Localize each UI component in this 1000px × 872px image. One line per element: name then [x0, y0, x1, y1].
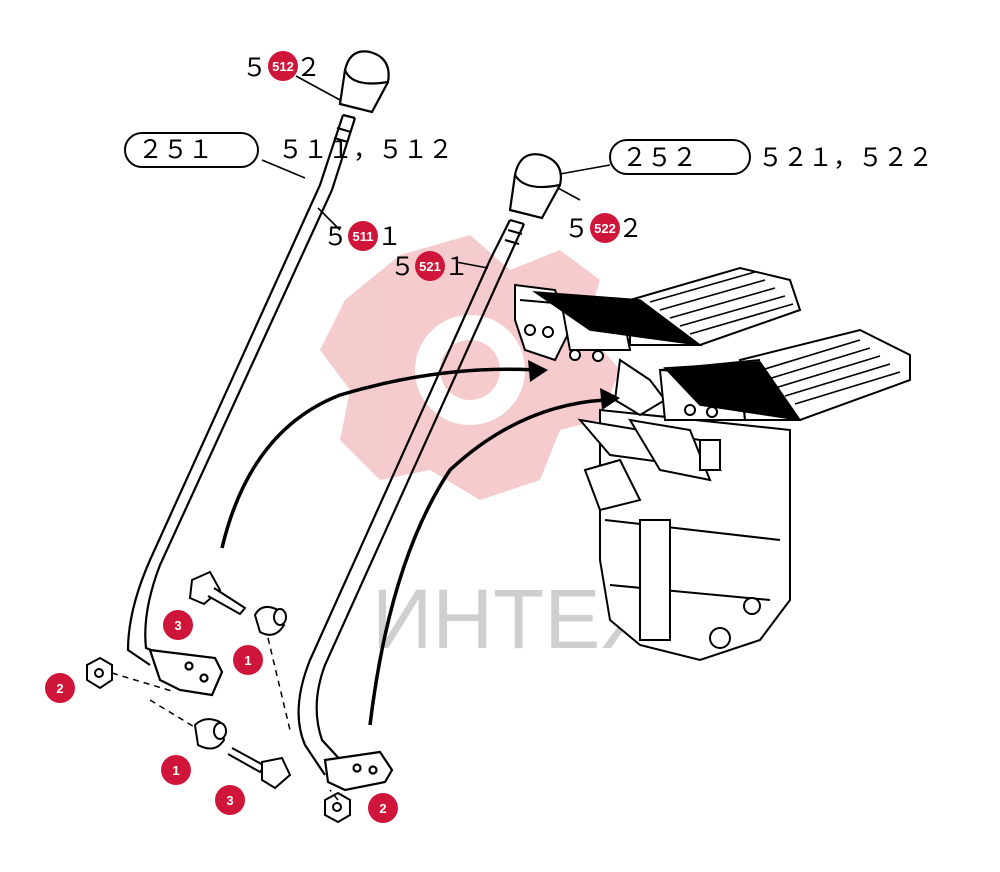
marker-1-top[interactable]: 1 — [233, 645, 263, 675]
marker-3-bottom[interactable]: 3 — [215, 785, 245, 815]
group-box-252 — [609, 139, 751, 175]
arrow-head-upper — [528, 360, 548, 382]
svg-text:511: 511 — [353, 229, 374, 244]
svg-text:1: 1 — [172, 763, 179, 778]
part-5122-prefix: ５ — [242, 55, 267, 82]
group-label-251: ２５１ — [138, 137, 213, 164]
bolt-icon — [188, 570, 247, 616]
part-5111-prefix: ５ — [323, 224, 348, 251]
nut-icon-lower — [324, 791, 351, 824]
svg-text:2: 2 — [379, 801, 386, 816]
svg-text:3: 3 — [174, 618, 181, 633]
group-label-252: ２５２ — [622, 145, 697, 172]
pedal-assembly-icon — [514, 266, 911, 662]
pedal-tread-lines — [649, 271, 901, 405]
marker-511[interactable]: 511 — [348, 221, 378, 251]
group-refs-521-522: ５２１，５２２ — [758, 145, 933, 172]
marker-2-bottom[interactable]: 2 — [368, 793, 398, 823]
part-5211-prefix: ５ — [390, 254, 415, 281]
bushing-icon-lower — [193, 718, 227, 750]
marker-3-top[interactable]: 3 — [163, 610, 193, 640]
marker-521[interactable]: 521 — [415, 251, 445, 281]
dashed-connectors — [111, 637, 339, 801]
assembly-arrows — [220, 367, 606, 726]
group-box-251 — [124, 132, 259, 168]
leader-lines — [261, 75, 611, 269]
group-refs-511-512: ５１１，５１２ — [278, 137, 453, 164]
part-5222-suffix: ２ — [618, 216, 643, 243]
svg-text:2: 2 — [56, 681, 63, 696]
pedal-tread-pattern — [532, 290, 802, 422]
arrow-head-lower — [600, 388, 620, 410]
marker-2-left[interactable]: 2 — [45, 673, 75, 703]
marker-1-bottom[interactable]: 1 — [161, 755, 191, 785]
nut-icon — [86, 656, 113, 690]
watermark-logo — [320, 235, 620, 500]
svg-text:512: 512 — [272, 59, 294, 74]
svg-text:522: 522 — [594, 221, 616, 236]
marker-512[interactable]: 512 — [268, 51, 298, 81]
bolt-icon-lower — [227, 747, 292, 790]
part-5222-prefix: ５ — [564, 216, 589, 243]
svg-text:521: 521 — [419, 259, 441, 274]
bushing-icon — [253, 605, 287, 636]
svg-text:3: 3 — [226, 793, 233, 808]
part-5111-suffix: １ — [377, 224, 402, 251]
part-5211-suffix: １ — [444, 254, 469, 281]
left-hand-lever — [126, 50, 390, 697]
marker-522[interactable]: 522 — [590, 213, 620, 243]
svg-text:1: 1 — [244, 653, 251, 668]
part-5122-suffix: ２ — [296, 55, 321, 82]
right-hand-lever — [297, 153, 562, 792]
